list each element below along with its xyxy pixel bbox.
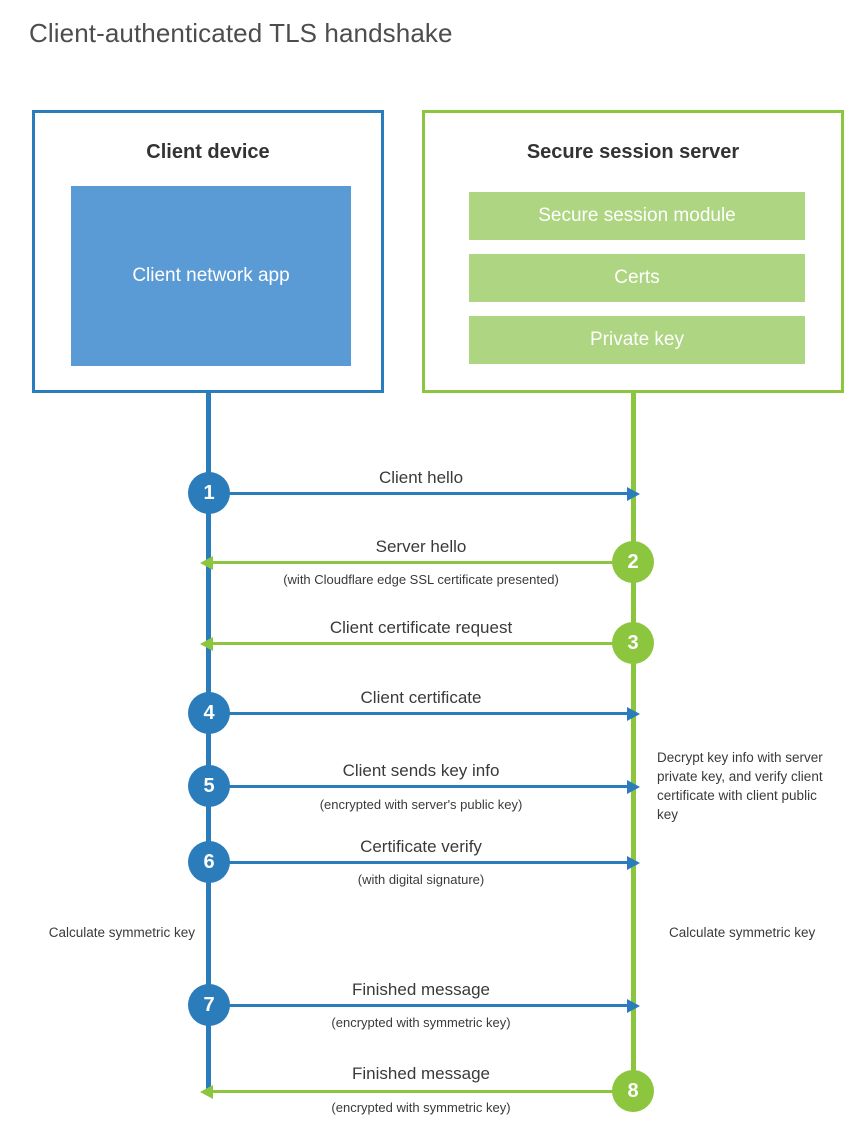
step-7-arrow: [208, 998, 640, 1013]
calculate-symmetric-key-note-client: Calculate symmetric key: [48, 925, 195, 940]
step-3-circle: 3: [612, 622, 654, 664]
client-network-app-block: Client network app: [71, 186, 351, 366]
calculate-symmetric-key-note-server: Calculate symmetric key: [669, 925, 816, 940]
step-5-sublabel: (encrypted with server's public key): [319, 797, 523, 812]
certs-block: Certs: [469, 254, 805, 302]
step-8-arrow: [200, 1084, 632, 1099]
client-lifeline: [206, 393, 211, 1092]
secure-session-server-title: Secure session server: [526, 141, 740, 163]
page-title: Client-authenticated TLS handshake: [29, 18, 453, 48]
step-6-sublabel: (with digital signature): [357, 872, 485, 887]
step-3-label: Client certificate request: [329, 618, 513, 637]
step-6-circle: 6: [188, 841, 230, 883]
decrypt-key-info-note: Decrypt key info with server private key…: [657, 750, 823, 823]
client-device-box: Client device Client network app: [32, 110, 384, 393]
step-5-circle: 5: [188, 765, 230, 807]
step-8-label: Finished message: [352, 1064, 490, 1083]
step-7-circle: 7: [188, 984, 230, 1026]
secure-session-module-block: Secure session module: [469, 192, 805, 240]
step-7-label: Finished message: [352, 980, 490, 999]
step-2-sublabel: (with Cloudflare edge SSL certificate pr…: [283, 572, 559, 587]
server-lifeline: [631, 393, 636, 1092]
step-4-arrow: [208, 706, 640, 721]
step-2-arrow: [200, 555, 632, 570]
step-5-arrow: [208, 779, 640, 794]
step-6-label: Certificate verify: [360, 837, 482, 856]
step-4-label: Client certificate: [360, 688, 482, 707]
step-3-arrow: [200, 636, 632, 651]
step-8-circle: 8: [612, 1070, 654, 1112]
step-7-sublabel: (encrypted with symmetric key): [331, 1015, 511, 1030]
secure-session-server-box: Secure session server Secure session mod…: [422, 110, 844, 393]
step-4-circle: 4: [188, 692, 230, 734]
private-key-block: Private key: [469, 316, 805, 364]
step-2-circle: 2: [612, 541, 654, 583]
step-5-label: Client sends key info: [342, 761, 500, 780]
step-6-arrow: [208, 855, 640, 870]
step-8-sublabel: (encrypted with symmetric key): [331, 1100, 511, 1115]
step-1-circle: 1: [188, 472, 230, 514]
step-2-label: Server hello: [375, 537, 467, 556]
step-1-label: Client hello: [378, 468, 464, 487]
step-1-arrow: [208, 486, 640, 501]
client-device-title: Client device: [146, 141, 270, 163]
